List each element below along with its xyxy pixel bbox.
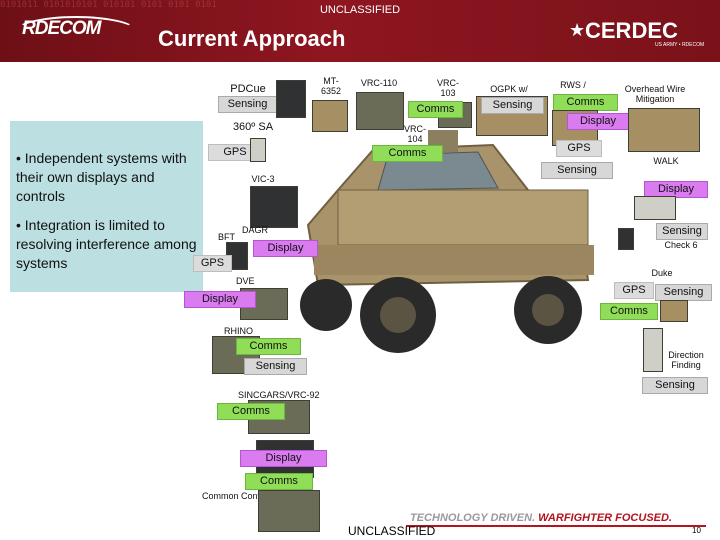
pdcue-image — [276, 80, 306, 118]
common-controller-image — [258, 490, 320, 532]
vrc104-comms-tag: Comms — [372, 145, 443, 162]
overhead-wire-image — [628, 108, 700, 152]
vic3-image — [250, 186, 298, 228]
vrc103-label: VRC-103 — [437, 78, 459, 98]
bullet-integration-limited: • Integration is limited to resolving in… — [16, 217, 197, 271]
rhino-sensing-tag: Sensing — [244, 358, 307, 375]
controller-display-tag: Display — [240, 450, 327, 467]
footer-tagline: TECHNOLOGY DRIVEN. WARFIGHTER FOCUSED. — [410, 512, 672, 524]
common-controller-label: Common Controller/GUI — [202, 491, 299, 501]
controller-comms-tag: Comms — [245, 473, 313, 490]
sa360-label: 360º SA — [232, 121, 274, 133]
binary-pattern: 0101011 0101010101 010101 0101 0101 0101… — [0, 0, 220, 10]
sincgars-comms-tag: Comms — [217, 403, 285, 420]
mt6352-label: MT-6352 — [320, 76, 342, 96]
sincgars-label: SINCGARS/VRC-92 — [238, 390, 320, 400]
cerdec-logo-sub: US ARMY • RDECOM — [655, 42, 705, 48]
rdecom-swoosh-icon — [14, 16, 138, 48]
walk-image — [634, 196, 676, 220]
check6-label: Check 6 — [664, 240, 698, 250]
bullet-independent-systems: • Independent systems with their own dis… — [16, 150, 187, 204]
ogpk-label: OGPK w/ — [490, 84, 528, 94]
vehicle-image — [300, 130, 594, 353]
dagr-label: DAGR — [242, 225, 269, 235]
check6-sensing-tag: Sensing — [656, 223, 708, 240]
rhino-label: RHINO — [224, 326, 253, 336]
rws-label: RWS / — [560, 80, 586, 90]
vic3-label: VIC-3 — [251, 174, 275, 184]
sa360-image — [250, 138, 266, 162]
walk-label: WALK — [653, 156, 679, 166]
pdcue-label: PDCue — [230, 83, 266, 95]
classification-top: UNCLASSIFIED — [319, 4, 401, 16]
rdecom-logo: RDECOM — [22, 18, 101, 39]
duke-sensing-tag: Sensing — [655, 284, 712, 301]
duke-image — [660, 300, 688, 322]
direction-finding-image — [643, 328, 663, 372]
page-title: Current Approach — [158, 26, 346, 51]
tagline-warfighter-focused: WARFIGHTER FOCUSED. — [538, 512, 672, 524]
direction-finding-label: Direction Finding — [668, 350, 704, 370]
mt6352-image — [312, 100, 348, 132]
vrc110-image — [356, 92, 404, 130]
overhead-sensing-tag: Sensing — [541, 162, 613, 179]
rws-comms-tag: Comms — [553, 94, 618, 111]
page-number: 10 — [692, 526, 701, 535]
bft-label: BFT — [218, 232, 235, 242]
walk-display-tag: Display — [644, 181, 708, 198]
vrc104-label: VRC-104 — [404, 124, 426, 144]
cerdec-logo: CERDEC — [585, 18, 678, 43]
dve-label: DVE — [236, 276, 255, 286]
check6-image — [618, 228, 634, 250]
duke-gps-tag: GPS — [614, 282, 654, 299]
overhead-wire-label: Overhead Wire Mitigation — [624, 84, 686, 104]
vrc-comms-tag: Comms — [408, 101, 463, 118]
tagline-technology-driven: TECHNOLOGY DRIVEN. — [410, 512, 536, 524]
rws-display-tag: Display — [567, 113, 629, 130]
overhead-gps-tag: GPS — [556, 140, 602, 157]
direction-finding-sensing-tag: Sensing — [642, 377, 708, 394]
classification-bottom: UNCLASSIFIED — [348, 524, 436, 538]
dve-display-tag: Display — [184, 291, 256, 308]
footer-rule — [406, 525, 706, 527]
duke-comms-tag: Comms — [600, 303, 658, 320]
sa360-gps-tag: GPS — [208, 144, 262, 161]
vrc110-label: VRC-110 — [360, 78, 398, 88]
star-icon: ★ — [569, 20, 586, 40]
duke-label: Duke — [651, 268, 673, 278]
ogpk-sensing-tag: Sensing — [481, 97, 544, 114]
rhino-comms-tag: Comms — [236, 338, 301, 355]
info-box: • Independent systems with their own dis… — [10, 121, 203, 292]
pdcue-sensing-tag: Sensing — [218, 96, 277, 113]
bft-display-tag: Display — [253, 240, 318, 257]
bft-gps-tag: GPS — [193, 255, 232, 272]
